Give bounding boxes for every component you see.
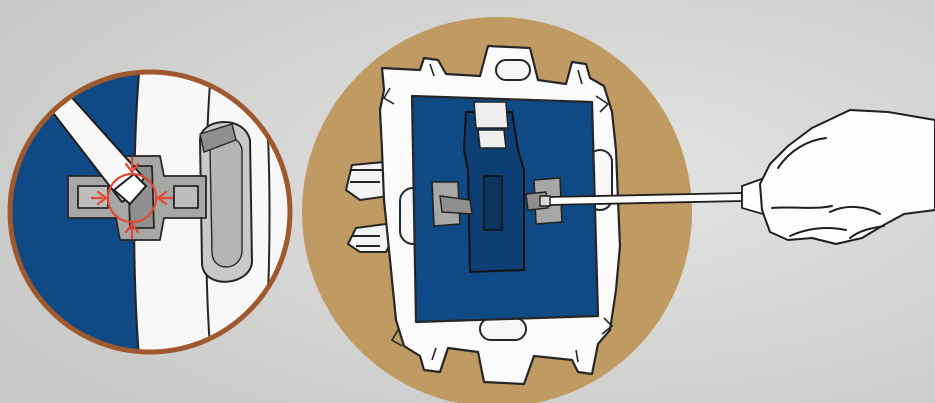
zoom-slot-inner [210, 137, 242, 267]
socket-insert [412, 96, 598, 322]
mounting-frame-icon [302, 17, 692, 403]
